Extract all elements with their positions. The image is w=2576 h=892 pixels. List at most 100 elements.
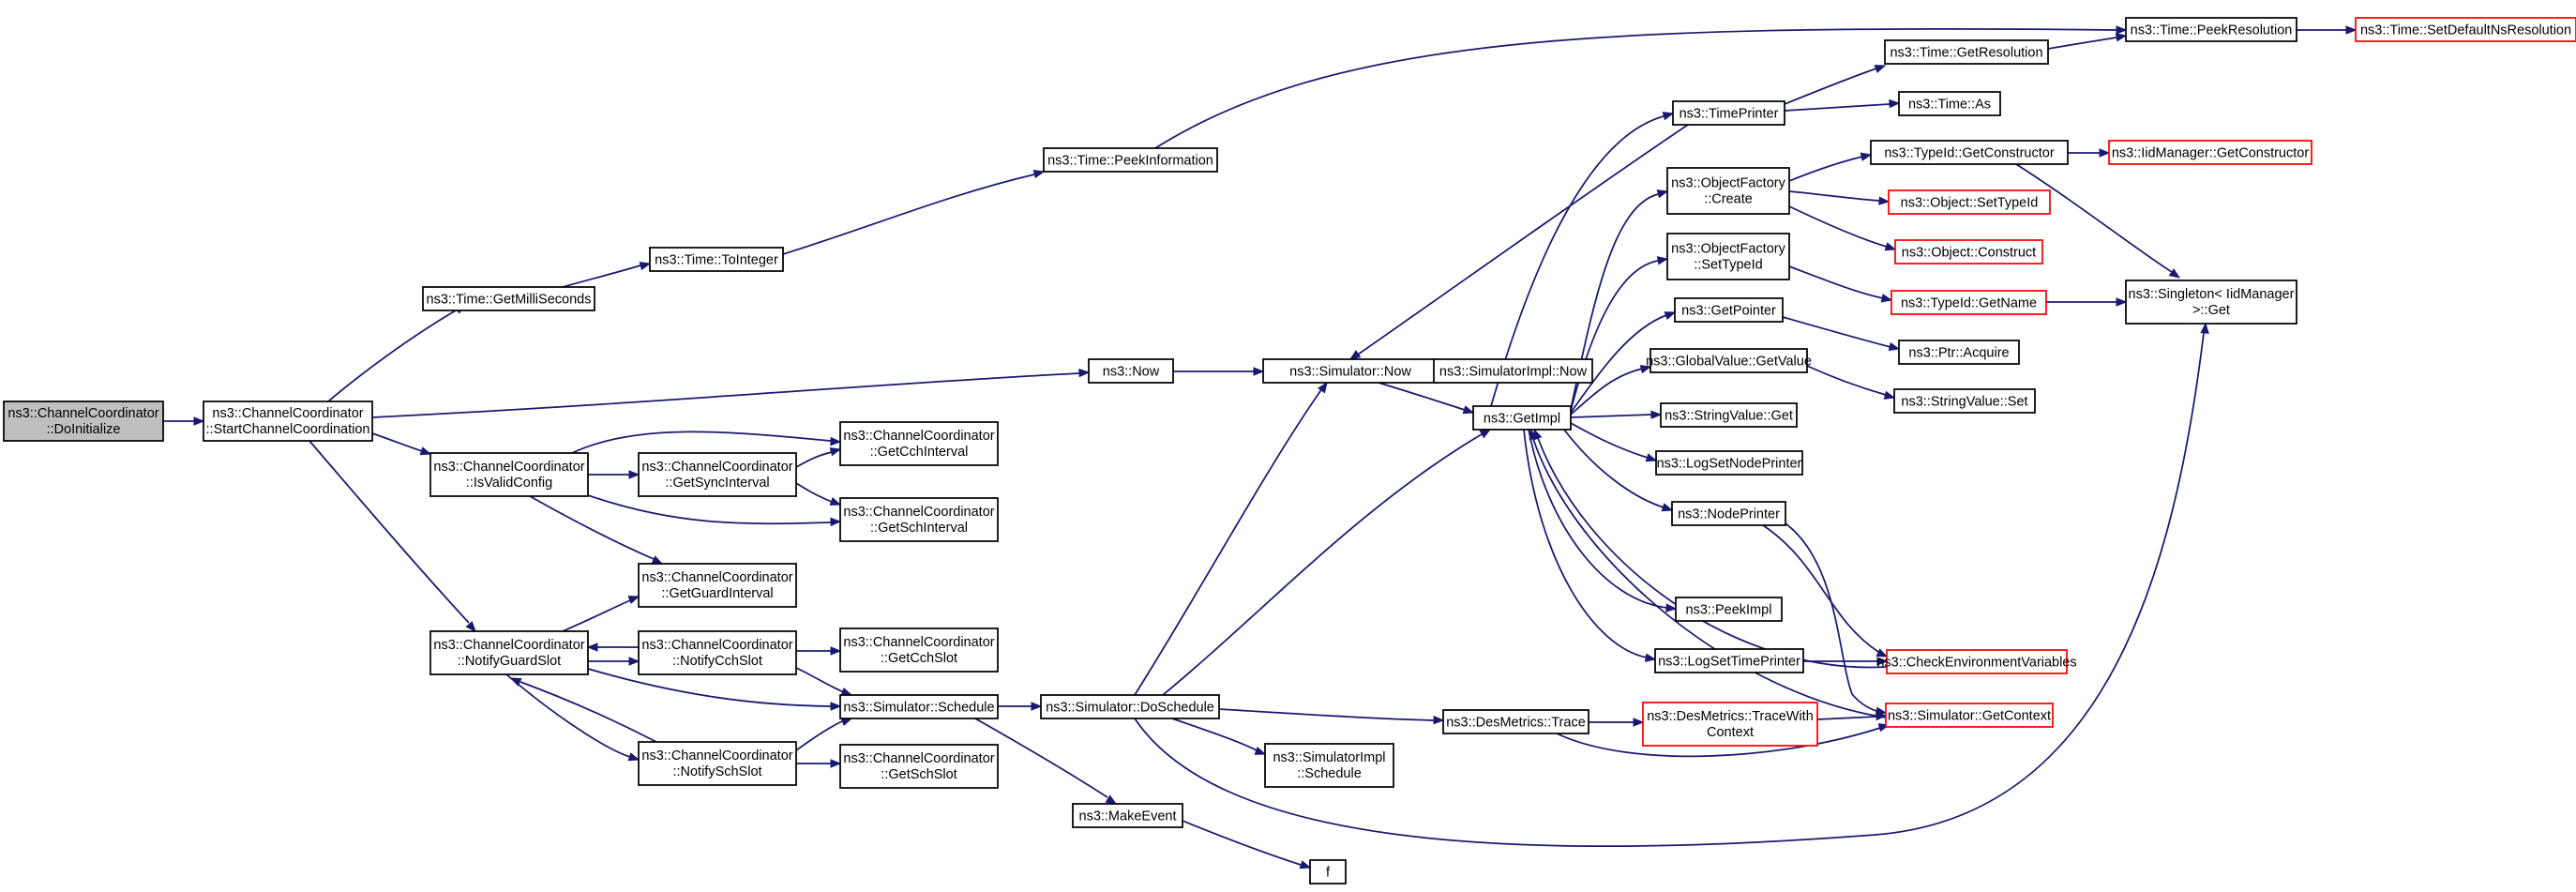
node-box xyxy=(638,452,797,497)
node-getguard[interactable]: ns3::ChannelCoordinator::GetGuardInterva… xyxy=(638,563,797,608)
node-getpointer[interactable]: ns3::GetPointer xyxy=(1674,297,1784,323)
node-now[interactable]: ns3::Now xyxy=(1088,358,1174,384)
node-box xyxy=(1442,709,1589,734)
node-toint[interactable]: ns3::Time::ToInteger xyxy=(649,247,784,272)
node-label: f xyxy=(1326,866,1331,881)
node-box xyxy=(1870,140,2069,165)
edge-simdoschedule-to-simimplsched xyxy=(1171,718,1267,755)
node-svget[interactable]: ns3::StringValue::Get xyxy=(1660,402,1798,428)
node-getschint[interactable]: ns3::ChannelCoordinator::GetSchInterval xyxy=(839,497,999,542)
node-peekres[interactable]: ns3::Time::PeekResolution xyxy=(2125,17,2297,42)
edge-isvalid-to-getguard xyxy=(529,495,664,565)
node-singleton[interactable]: ns3::Singleton< IidManager >::Get xyxy=(2125,280,2297,325)
node-logsettime[interactable]: ns3::LogSetTimePrinter xyxy=(1654,648,1804,673)
edge-notifyguard-to-notifycch xyxy=(588,657,640,666)
node-simschedule[interactable]: ns3::Simulator::Schedule xyxy=(839,694,999,719)
node-timeprinter[interactable]: ns3::TimePrinter xyxy=(1672,100,1785,126)
node-ptracquire[interactable]: ns3::Ptr::Acquire xyxy=(1898,340,2020,365)
node-doinit[interactable]: ns3::ChannelCoordinator::DoInitialize xyxy=(3,401,164,442)
node-simimplnow[interactable]: ns3::SimulatorImpl::Now xyxy=(1433,358,1593,384)
node-ofcreate[interactable]: ns3::ObjectFactory::Create xyxy=(1666,167,1790,215)
node-box xyxy=(1072,803,1183,828)
node-notifysch[interactable]: ns3::ChannelCoordinator::NotifySchSlot xyxy=(638,741,797,786)
node-getcchint[interactable]: ns3::ChannelCoordinator::GetCchInterval xyxy=(839,421,999,466)
node-box xyxy=(1666,233,1790,280)
edge-simdoschedule-to-getimpl xyxy=(1162,429,1492,696)
node-setdefns[interactable]: ns3::Time::SetDefaultNsResolution xyxy=(2355,17,2576,42)
node-objsettypeid[interactable]: ns3::Object::SetTypeId xyxy=(1888,189,2051,215)
node-box xyxy=(649,247,784,272)
arrowhead-icon xyxy=(193,416,205,426)
node-getms[interactable]: ns3::Time::GetMilliSeconds xyxy=(422,286,595,311)
edge-notifyguard-to-notifysch xyxy=(505,673,640,762)
node-startcc[interactable]: ns3::ChannelCoordinator::StartChannelCoo… xyxy=(203,401,373,442)
node-peekinfo[interactable]: ns3::Time::PeekInformation xyxy=(1043,147,1218,173)
node-box xyxy=(1660,402,1798,428)
node-typeidgetctor[interactable]: ns3::TypeId::GetConstructor xyxy=(1870,140,2069,165)
node-peekimpl[interactable]: ns3::PeekImpl xyxy=(1675,597,1783,622)
node-makeevent[interactable]: ns3::MakeEvent xyxy=(1072,803,1183,828)
node-box xyxy=(1666,167,1790,215)
edge-getimpl-to-gvgetvalue xyxy=(1570,365,1652,416)
node-isvalid[interactable]: ns3::ChannelCoordinator::IsValidConfig xyxy=(429,452,589,497)
edge-typeidgetname-to-singleton xyxy=(2046,297,2128,307)
node-label: ::Create xyxy=(1704,192,1753,207)
node-box xyxy=(839,421,999,466)
node-typeidgetname[interactable]: ns3::TypeId::GetName xyxy=(1891,290,2047,315)
node-getres[interactable]: ns3::Time::GetResolution xyxy=(1884,39,2049,65)
arrowhead-icon xyxy=(2116,25,2128,35)
node-label: ns3::ChannelCoordinator xyxy=(641,748,792,763)
node-logsetnode[interactable]: ns3::LogSetNodePrinter xyxy=(1655,450,1803,476)
arrowhead-icon xyxy=(830,646,842,656)
node-simnow[interactable]: ns3::Simulator::Now xyxy=(1262,358,1439,384)
arrowhead-icon xyxy=(1875,706,1888,716)
arrowhead-icon xyxy=(1078,368,1091,378)
node-label: ns3::NodePrinter xyxy=(1678,507,1780,522)
edge-notifycch-to-getcchslot xyxy=(796,646,842,656)
node-label: ::StartChannelCoordination xyxy=(206,422,370,437)
node-box xyxy=(1655,450,1803,476)
node-simdoschedule[interactable]: ns3::Simulator::DoSchedule xyxy=(1040,694,1220,719)
edge-ofcreate-to-objsettypeid xyxy=(1788,190,1891,205)
node-nodeprinter[interactable]: ns3::NodePrinter xyxy=(1671,501,1786,526)
arrowhead-icon xyxy=(1874,65,1887,74)
arrowhead-icon xyxy=(1884,242,1897,251)
node-box xyxy=(839,627,999,673)
node-notifycch[interactable]: ns3::ChannelCoordinator::NotifyCchSlot xyxy=(638,630,797,675)
arrowhead-icon xyxy=(1876,657,1889,666)
node-simgetctx[interactable]: ns3::Simulator::GetContext xyxy=(1885,703,2054,728)
node-box xyxy=(1675,597,1783,622)
edge-timeprinter-to-timeas xyxy=(1784,98,1901,112)
node-notifyguard[interactable]: ns3::ChannelCoordinator::NotifyGuardSlot xyxy=(429,630,589,675)
edge-ofcreate-to-objconstruct xyxy=(1788,205,1897,251)
node-svset[interactable]: ns3::StringValue::Set xyxy=(1893,388,2036,414)
edge-desmtrace-to-desmtracewith xyxy=(1589,718,1645,727)
node-gvgetvalue[interactable]: ns3::GlobalValue::GetValue xyxy=(1646,348,1812,373)
node-box xyxy=(422,286,595,311)
node-label: ns3::ChannelCoordinator xyxy=(843,751,994,766)
node-box xyxy=(839,744,999,789)
arrowhead-icon xyxy=(1479,429,1492,439)
node-label: ns3::GlobalValue::GetValue xyxy=(1646,355,1812,370)
node-desmtrace[interactable]: ns3::DesMetrics::Trace xyxy=(1442,709,1589,734)
node-label: ns3::Time::ToInteger xyxy=(655,253,778,268)
node-getschslot[interactable]: ns3::ChannelCoordinator::GetSchSlot xyxy=(839,744,999,789)
arrowhead-icon xyxy=(1032,169,1046,179)
node-getsync[interactable]: ns3::ChannelCoordinator::GetSyncInterval xyxy=(638,452,797,497)
node-simimplsched[interactable]: ns3::SimulatorImpl::Schedule xyxy=(1264,743,1394,788)
node-label: ::GetSchSlot xyxy=(881,767,957,782)
node-objconstruct[interactable]: ns3::Object::Construct xyxy=(1894,239,2043,265)
node-getimpl[interactable]: ns3::GetImpl xyxy=(1472,405,1572,431)
node-iidgetctor[interactable]: ns3::IidManager::GetConstructor xyxy=(2108,140,2312,165)
node-checkenv[interactable]: ns3::CheckEnvironmentVariables xyxy=(1876,649,2077,674)
node-timeas[interactable]: ns3::Time::As xyxy=(1898,91,2001,116)
arrowhead-icon xyxy=(1883,390,1896,400)
edge-getimpl-to-getpointer xyxy=(1570,311,1677,414)
node-getcchslot[interactable]: ns3::ChannelCoordinator::GetCchSlot xyxy=(839,627,999,673)
node-ofsettypeid[interactable]: ns3::ObjectFactory::SetTypeId xyxy=(1666,233,1790,280)
node-f[interactable]: f xyxy=(1309,859,1347,884)
arrowhead-icon xyxy=(1878,196,1891,205)
arrowhead-icon xyxy=(627,596,640,605)
arrowhead-icon xyxy=(1656,256,1669,265)
